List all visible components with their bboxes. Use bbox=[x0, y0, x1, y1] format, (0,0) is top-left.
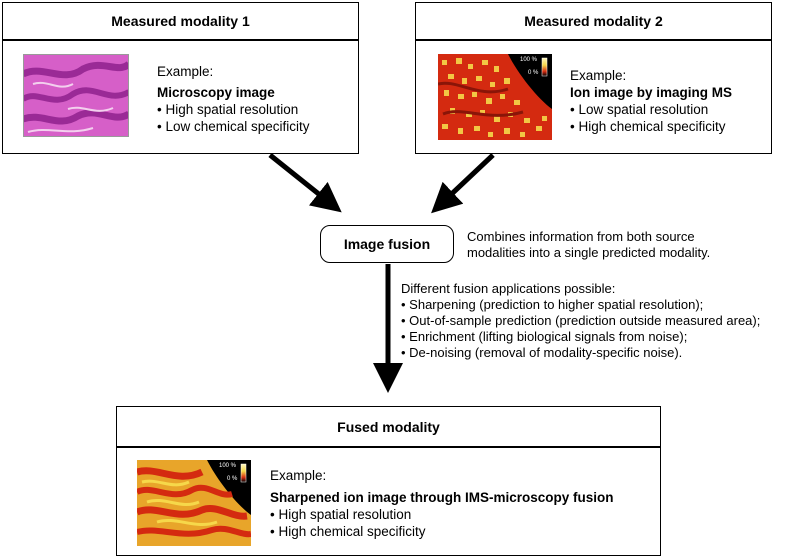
modality1-title: Measured modality 1 bbox=[111, 13, 250, 29]
fused-example-label: Example: bbox=[270, 468, 327, 483]
fusion-application-3: Enrichment (lifting biological signals f… bbox=[401, 329, 687, 345]
modality2-content-box: 100 % 0 % Example: Ion image by imaging … bbox=[415, 40, 772, 154]
modality1-bullet-2: Low chemical specificity bbox=[157, 118, 309, 135]
arrow-modality2-to-fusion bbox=[431, 153, 495, 214]
modality2-title-box: Measured modality 2 bbox=[415, 2, 772, 40]
fused-example-title: Sharpened ion image through IMS-microsco… bbox=[270, 490, 614, 505]
fusion-application-4: De-noising (removal of modality-specific… bbox=[401, 345, 682, 361]
modality2-colorbar-top: 100 % bbox=[520, 57, 538, 63]
modality2-bullet-2: High chemical specificity bbox=[570, 118, 725, 135]
modality1-content-box: Example: Microscopy image High spatial r… bbox=[2, 40, 359, 154]
fusion-description-line-2: modalities into a single predicted modal… bbox=[467, 245, 711, 260]
modality1-example-label: Example: bbox=[157, 64, 214, 79]
arrow-modality1-to-fusion bbox=[268, 153, 342, 213]
modality1-example-title: Microscopy image bbox=[157, 85, 275, 100]
fusion-application-2: Out-of-sample prediction (prediction out… bbox=[401, 313, 760, 329]
modality1-bullet-1: High spatial resolution bbox=[157, 101, 298, 118]
fused-title: Fused modality bbox=[337, 418, 440, 435]
modality2-colorbar-bottom: 0 % bbox=[528, 70, 539, 76]
fused-bullet-1: High spatial resolution bbox=[270, 506, 411, 523]
modality1-title-box: Measured modality 1 bbox=[2, 2, 359, 40]
fused-ion-image bbox=[137, 460, 251, 546]
image-fusion-box: Image fusion bbox=[320, 225, 454, 263]
fusion-applications-intro: Different fusion applications possible: bbox=[401, 281, 616, 296]
fused-colorbar-bottom: 0 % bbox=[227, 476, 238, 482]
image-fusion-label: Image fusion bbox=[343, 236, 431, 252]
modality2-example-label: Example: bbox=[570, 68, 627, 83]
modality2-bullet-1: Low spatial resolution bbox=[570, 101, 708, 118]
ion-image bbox=[438, 54, 552, 140]
fused-colorbar-top: 100 % bbox=[219, 463, 237, 469]
fusion-description-line-1: Combines information from both source bbox=[467, 229, 695, 244]
fused-content-box: 100 % 0 % Example: Sharpened ion image t… bbox=[116, 447, 661, 556]
modality2-example-title: Ion image by imaging MS bbox=[570, 85, 733, 100]
modality2-title: Measured modality 2 bbox=[524, 13, 663, 29]
fused-title-box: Fused modality bbox=[116, 406, 661, 447]
fused-bullet-2: High chemical specificity bbox=[270, 523, 425, 540]
microscopy-image bbox=[23, 54, 129, 137]
fusion-application-1: Sharpening (prediction to higher spatial… bbox=[401, 297, 703, 313]
